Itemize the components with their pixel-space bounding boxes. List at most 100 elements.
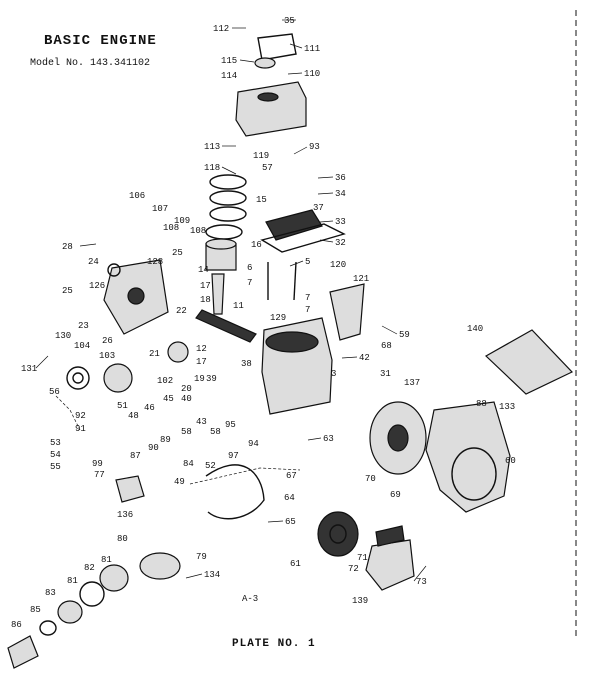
filter-ring-part xyxy=(79,581,105,607)
callout-5: 5 xyxy=(305,257,310,267)
callout-3: 3 xyxy=(331,369,336,379)
model-number: Model No. 143.341102 xyxy=(30,58,151,69)
callout-109: 109 xyxy=(174,216,190,226)
oil-seal-part xyxy=(107,263,121,277)
fuel-cap-part xyxy=(254,57,276,69)
starter-handle-part xyxy=(375,525,405,547)
muffler-bracket-part xyxy=(329,283,365,341)
callout-85: 85 xyxy=(30,605,41,615)
callout-7-a: 7 xyxy=(247,278,252,288)
callout-82: 82 xyxy=(84,563,95,573)
cover-panel-part xyxy=(484,329,574,395)
callout-15: 15 xyxy=(256,195,267,205)
callout-108-a: 108 xyxy=(163,223,179,233)
callout-24: 24 xyxy=(88,257,99,267)
callout-labels: 112 35 111 115 114 110 113 93 118 119 57… xyxy=(11,16,516,630)
callout-136: 136 xyxy=(117,510,133,520)
callout-112: 112 xyxy=(213,24,229,34)
callout-48: 48 xyxy=(128,411,139,421)
callout-81-a: 81 xyxy=(101,555,112,565)
callout-34: 34 xyxy=(335,189,346,199)
callout-93: 93 xyxy=(309,142,320,152)
carburetor-part xyxy=(115,475,145,503)
sheet-code: A-3 xyxy=(242,594,259,604)
callout-86: 86 xyxy=(11,620,22,630)
callout-79: 79 xyxy=(196,552,207,562)
callout-43: 43 xyxy=(196,417,207,427)
valve-part-b xyxy=(293,261,297,301)
callout-25-b: 25 xyxy=(62,286,73,296)
callout-97: 97 xyxy=(228,451,239,461)
callout-61: 61 xyxy=(290,559,301,569)
flywheel-hub-part xyxy=(387,424,409,452)
callout-130: 130 xyxy=(55,331,71,341)
callout-71: 71 xyxy=(357,553,368,563)
callout-21: 21 xyxy=(149,349,160,359)
callout-46: 46 xyxy=(144,403,155,413)
callout-68: 68 xyxy=(381,341,392,351)
callout-90: 90 xyxy=(148,443,159,453)
callout-58-a: 58 xyxy=(181,427,192,437)
callout-92: 92 xyxy=(75,411,86,421)
cylinder-bore-part xyxy=(265,331,319,353)
leader-lines xyxy=(35,19,427,582)
callout-115: 115 xyxy=(221,56,237,66)
callout-56: 56 xyxy=(49,387,60,397)
callout-88: 88 xyxy=(476,399,487,409)
callout-58-b: 58 xyxy=(210,427,221,437)
callout-54: 54 xyxy=(50,450,61,460)
callout-19: 19 xyxy=(194,374,205,384)
callout-64: 64 xyxy=(284,493,295,503)
callout-17-b: 17 xyxy=(196,357,207,367)
callout-129: 129 xyxy=(270,313,286,323)
callout-55: 55 xyxy=(50,462,61,472)
callout-38: 38 xyxy=(241,359,252,369)
callout-83: 83 xyxy=(45,588,56,598)
air-filter-part xyxy=(139,552,181,580)
callout-28: 28 xyxy=(62,242,73,252)
starter-drum-part xyxy=(103,363,133,393)
callout-77: 77 xyxy=(94,470,105,480)
callout-53: 53 xyxy=(50,438,61,448)
callout-94: 94 xyxy=(248,439,259,449)
cam-gear-part xyxy=(167,341,189,363)
callout-45: 45 xyxy=(163,394,174,404)
callout-137: 137 xyxy=(404,378,420,388)
callout-119: 119 xyxy=(253,151,269,161)
callout-121: 121 xyxy=(353,274,369,284)
callout-89: 89 xyxy=(160,435,171,445)
gasket-part xyxy=(205,464,265,520)
guide-lines xyxy=(55,395,301,485)
callout-70: 70 xyxy=(365,474,376,484)
callout-60: 60 xyxy=(505,456,516,466)
callout-31: 31 xyxy=(380,369,391,379)
callout-65: 65 xyxy=(285,517,296,527)
callout-111: 111 xyxy=(304,44,320,54)
tube-part xyxy=(7,635,39,669)
callout-17: 17 xyxy=(200,281,211,291)
callout-59: 59 xyxy=(399,330,410,340)
bearing-part xyxy=(127,287,145,305)
callout-6: 6 xyxy=(247,263,252,273)
callout-103: 103 xyxy=(99,351,115,361)
head-gasket-part xyxy=(260,223,346,253)
callout-22: 22 xyxy=(176,306,187,316)
callout-7-c: 7 xyxy=(305,305,310,315)
callout-7-b: 7 xyxy=(305,293,310,303)
callout-84: 84 xyxy=(183,459,194,469)
callout-113: 113 xyxy=(204,142,220,152)
fuel-tank-part xyxy=(235,81,307,137)
retainer-ring-part xyxy=(66,366,90,390)
callout-20: 20 xyxy=(181,384,192,394)
callout-102: 102 xyxy=(157,376,173,386)
callout-42: 42 xyxy=(359,353,370,363)
connecting-rod-part xyxy=(211,273,225,315)
seal-ring-part xyxy=(39,620,57,636)
filter-base-part xyxy=(57,600,83,624)
callout-26: 26 xyxy=(102,336,113,346)
callout-36: 36 xyxy=(335,173,346,183)
callout-32: 32 xyxy=(335,238,346,248)
callout-72: 72 xyxy=(348,564,359,574)
retainer-ring-inner-part xyxy=(72,372,84,384)
